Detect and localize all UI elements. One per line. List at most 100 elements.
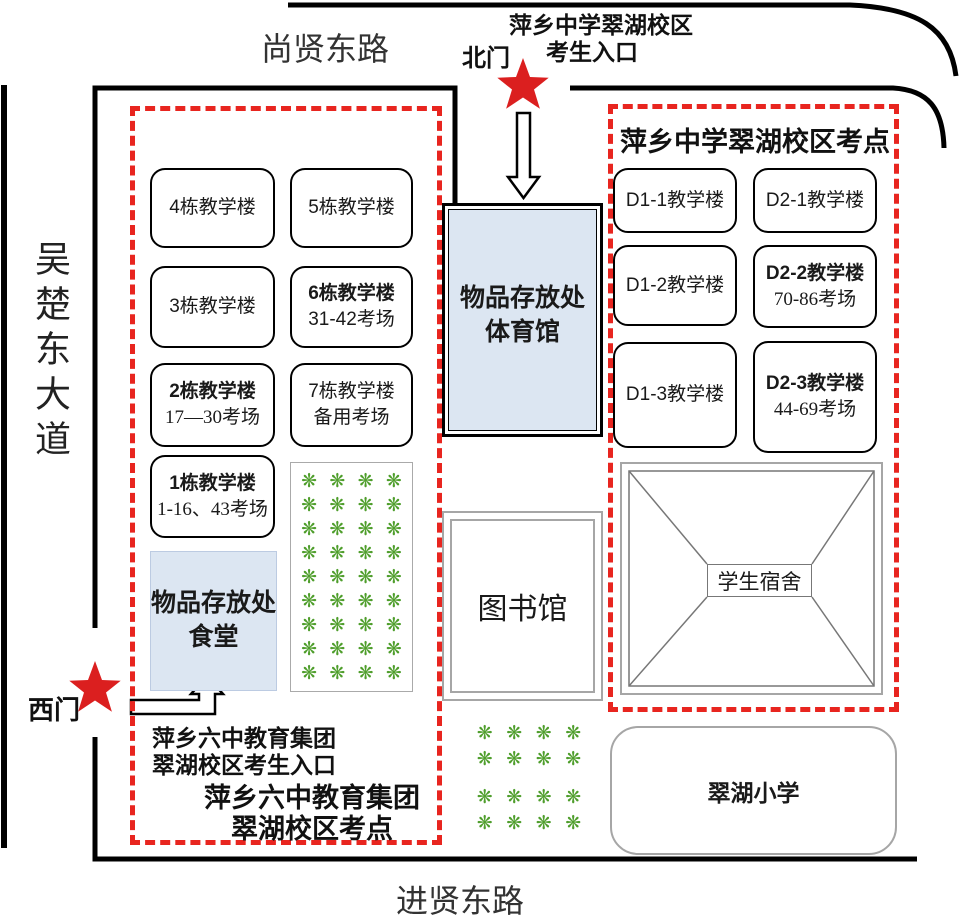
library-label-wrap: 图书馆 — [450, 519, 595, 693]
tree-icon: ❋ — [329, 590, 346, 612]
building-name: D1-3教学楼 — [625, 384, 725, 406]
tree-icon: ❋ — [301, 638, 318, 660]
right-exam-site-boundary — [608, 104, 899, 712]
tree-icon: ❋ — [506, 786, 523, 808]
gym-storage-line1: 物品存放处 — [459, 284, 585, 312]
building-6: 6栋教学楼 31-42考场 — [290, 266, 413, 348]
tree-icon: ❋ — [476, 722, 493, 744]
tree-icon: ❋ — [476, 812, 493, 834]
building-name: D2-3教学楼 — [765, 373, 865, 395]
tree-icon: ❋ — [329, 662, 346, 684]
building-name: 3栋教学楼 — [169, 296, 256, 318]
tree-icon: ❋ — [535, 722, 552, 744]
left-site-title-line1: 萍乡六中教育集团 — [204, 783, 420, 813]
tree-icon: ❋ — [329, 542, 346, 564]
tree-icon: ❋ — [329, 494, 346, 516]
building-name: 1栋教学楼 — [169, 472, 256, 494]
building-rooms: 17—30考场 — [164, 407, 260, 428]
tree-icon: ❋ — [385, 638, 402, 660]
tree-icon: ❋ — [535, 786, 552, 808]
building-name: D1-1教学楼 — [625, 189, 725, 211]
building-d1-3: D1-3教学楼 — [613, 342, 737, 448]
tree-icon: ❋ — [301, 470, 318, 492]
gym-storage-inner: 物品存放处 体育馆 — [448, 209, 597, 431]
tree-icon: ❋ — [301, 494, 318, 516]
tree-icon: ❋ — [301, 614, 318, 636]
tree-icon: ❋ — [506, 722, 523, 744]
north-gate-label: 北门 — [462, 45, 510, 72]
right-site-title: 萍乡中学翠湖校区考点 — [620, 127, 890, 157]
gym-label: 体育馆 — [484, 317, 560, 346]
building-1: 1栋教学楼 1-16、43考场 — [150, 455, 275, 538]
left-exam-site-boundary — [130, 106, 442, 845]
top-road-curve — [288, 2, 959, 77]
tree-icon: ❋ — [329, 614, 346, 636]
tree-icon: ❋ — [357, 494, 374, 516]
canteen-label: 食堂 — [188, 623, 239, 651]
tree-icon: ❋ — [565, 748, 582, 770]
north-entrance-arrow — [505, 111, 542, 201]
tree-icon: ❋ — [385, 662, 402, 684]
tree-icon: ❋ — [535, 812, 552, 834]
tree-icon: ❋ — [357, 542, 374, 564]
building-d2-2: D2-2教学楼 70-86考场 — [753, 245, 877, 328]
north-gate-star-icon — [497, 58, 549, 109]
tree-icon: ❋ — [565, 722, 582, 744]
tree-icon: ❋ — [506, 748, 523, 770]
building-rooms: 备用考场 — [313, 407, 390, 428]
road-label-bottom: 进贤东路 — [395, 883, 525, 919]
west-entrance-line1: 萍乡六中教育集团 — [152, 725, 336, 751]
west-gate-label: 西门 — [28, 695, 81, 725]
tree-icon: ❋ — [357, 518, 374, 540]
building-rooms: 70-86考场 — [773, 288, 857, 310]
building-name: 6栋教学楼 — [308, 283, 395, 305]
tree-icon: ❋ — [476, 748, 493, 770]
tree-icon: ❋ — [565, 786, 582, 808]
tree-icon: ❋ — [357, 470, 374, 492]
tree-icon: ❋ — [301, 566, 318, 588]
building-d1-1: D1-1教学楼 — [613, 168, 737, 233]
canteen-storage-box: 物品存放处 食堂 — [150, 551, 277, 691]
building-d1-2: D1-2教学楼 — [613, 245, 737, 326]
building-name: 7栋教学楼 — [308, 381, 395, 403]
building-2: 2栋教学楼 17—30考场 — [150, 363, 275, 447]
building-3: 3栋教学楼 — [150, 266, 275, 348]
tree-icon: ❋ — [357, 662, 374, 684]
tree-icon: ❋ — [506, 812, 523, 834]
north-entrance-line2: 考生入口 — [546, 39, 638, 65]
campus-wall-top-right — [570, 85, 947, 149]
building-name: D1-2教学楼 — [625, 274, 725, 296]
tree-icon: ❋ — [329, 638, 346, 660]
library-box: 图书馆 — [442, 511, 603, 701]
left-site-title-line2: 翠湖校区考点 — [231, 814, 393, 844]
tree-icon: ❋ — [385, 518, 402, 540]
road-label-left: 吴楚东大道 — [30, 240, 71, 465]
tree-grove-small-lower: ❋❋❋❋❋❋❋❋ — [470, 784, 588, 836]
building-name: D2-1教学楼 — [765, 189, 865, 211]
tree-icon: ❋ — [357, 590, 374, 612]
tree-grove-large: ❋❋❋❋❋❋❋❋❋❋❋❋❋❋❋❋❋❋❋❋❋❋❋❋❋❋❋❋❋❋❋❋❋❋❋❋ — [290, 462, 413, 692]
building-rooms: 31-42考场 — [308, 309, 395, 330]
building-5: 5栋教学楼 — [290, 168, 413, 248]
tree-icon: ❋ — [357, 638, 374, 660]
tree-grove-small-upper: ❋❋❋❋❋❋❋❋ — [470, 720, 588, 772]
campus-wall-bottom — [92, 737, 917, 862]
primary-school-label: 翠湖小学 — [707, 779, 800, 806]
tree-icon: ❋ — [385, 614, 402, 636]
tree-icon: ❋ — [301, 542, 318, 564]
tree-icon: ❋ — [357, 614, 374, 636]
library-label: 图书馆 — [477, 593, 568, 626]
building-name: 4栋教学楼 — [169, 197, 256, 219]
tree-icon: ❋ — [301, 590, 318, 612]
gym-storage-box: 物品存放处 体育馆 — [442, 203, 603, 437]
tree-icon: ❋ — [385, 494, 402, 516]
tree-icon: ❋ — [301, 518, 318, 540]
canteen-storage-line1: 物品存放处 — [151, 589, 277, 618]
tree-icon: ❋ — [385, 566, 402, 588]
building-7: 7栋教学楼 备用考场 — [290, 363, 413, 447]
dormitory-label: 学生宿舍 — [707, 564, 812, 597]
dormitory-roof-lines — [628, 470, 875, 687]
tree-icon: ❋ — [357, 566, 374, 588]
tree-icon: ❋ — [476, 786, 493, 808]
building-name: 2栋教学楼 — [169, 381, 256, 403]
